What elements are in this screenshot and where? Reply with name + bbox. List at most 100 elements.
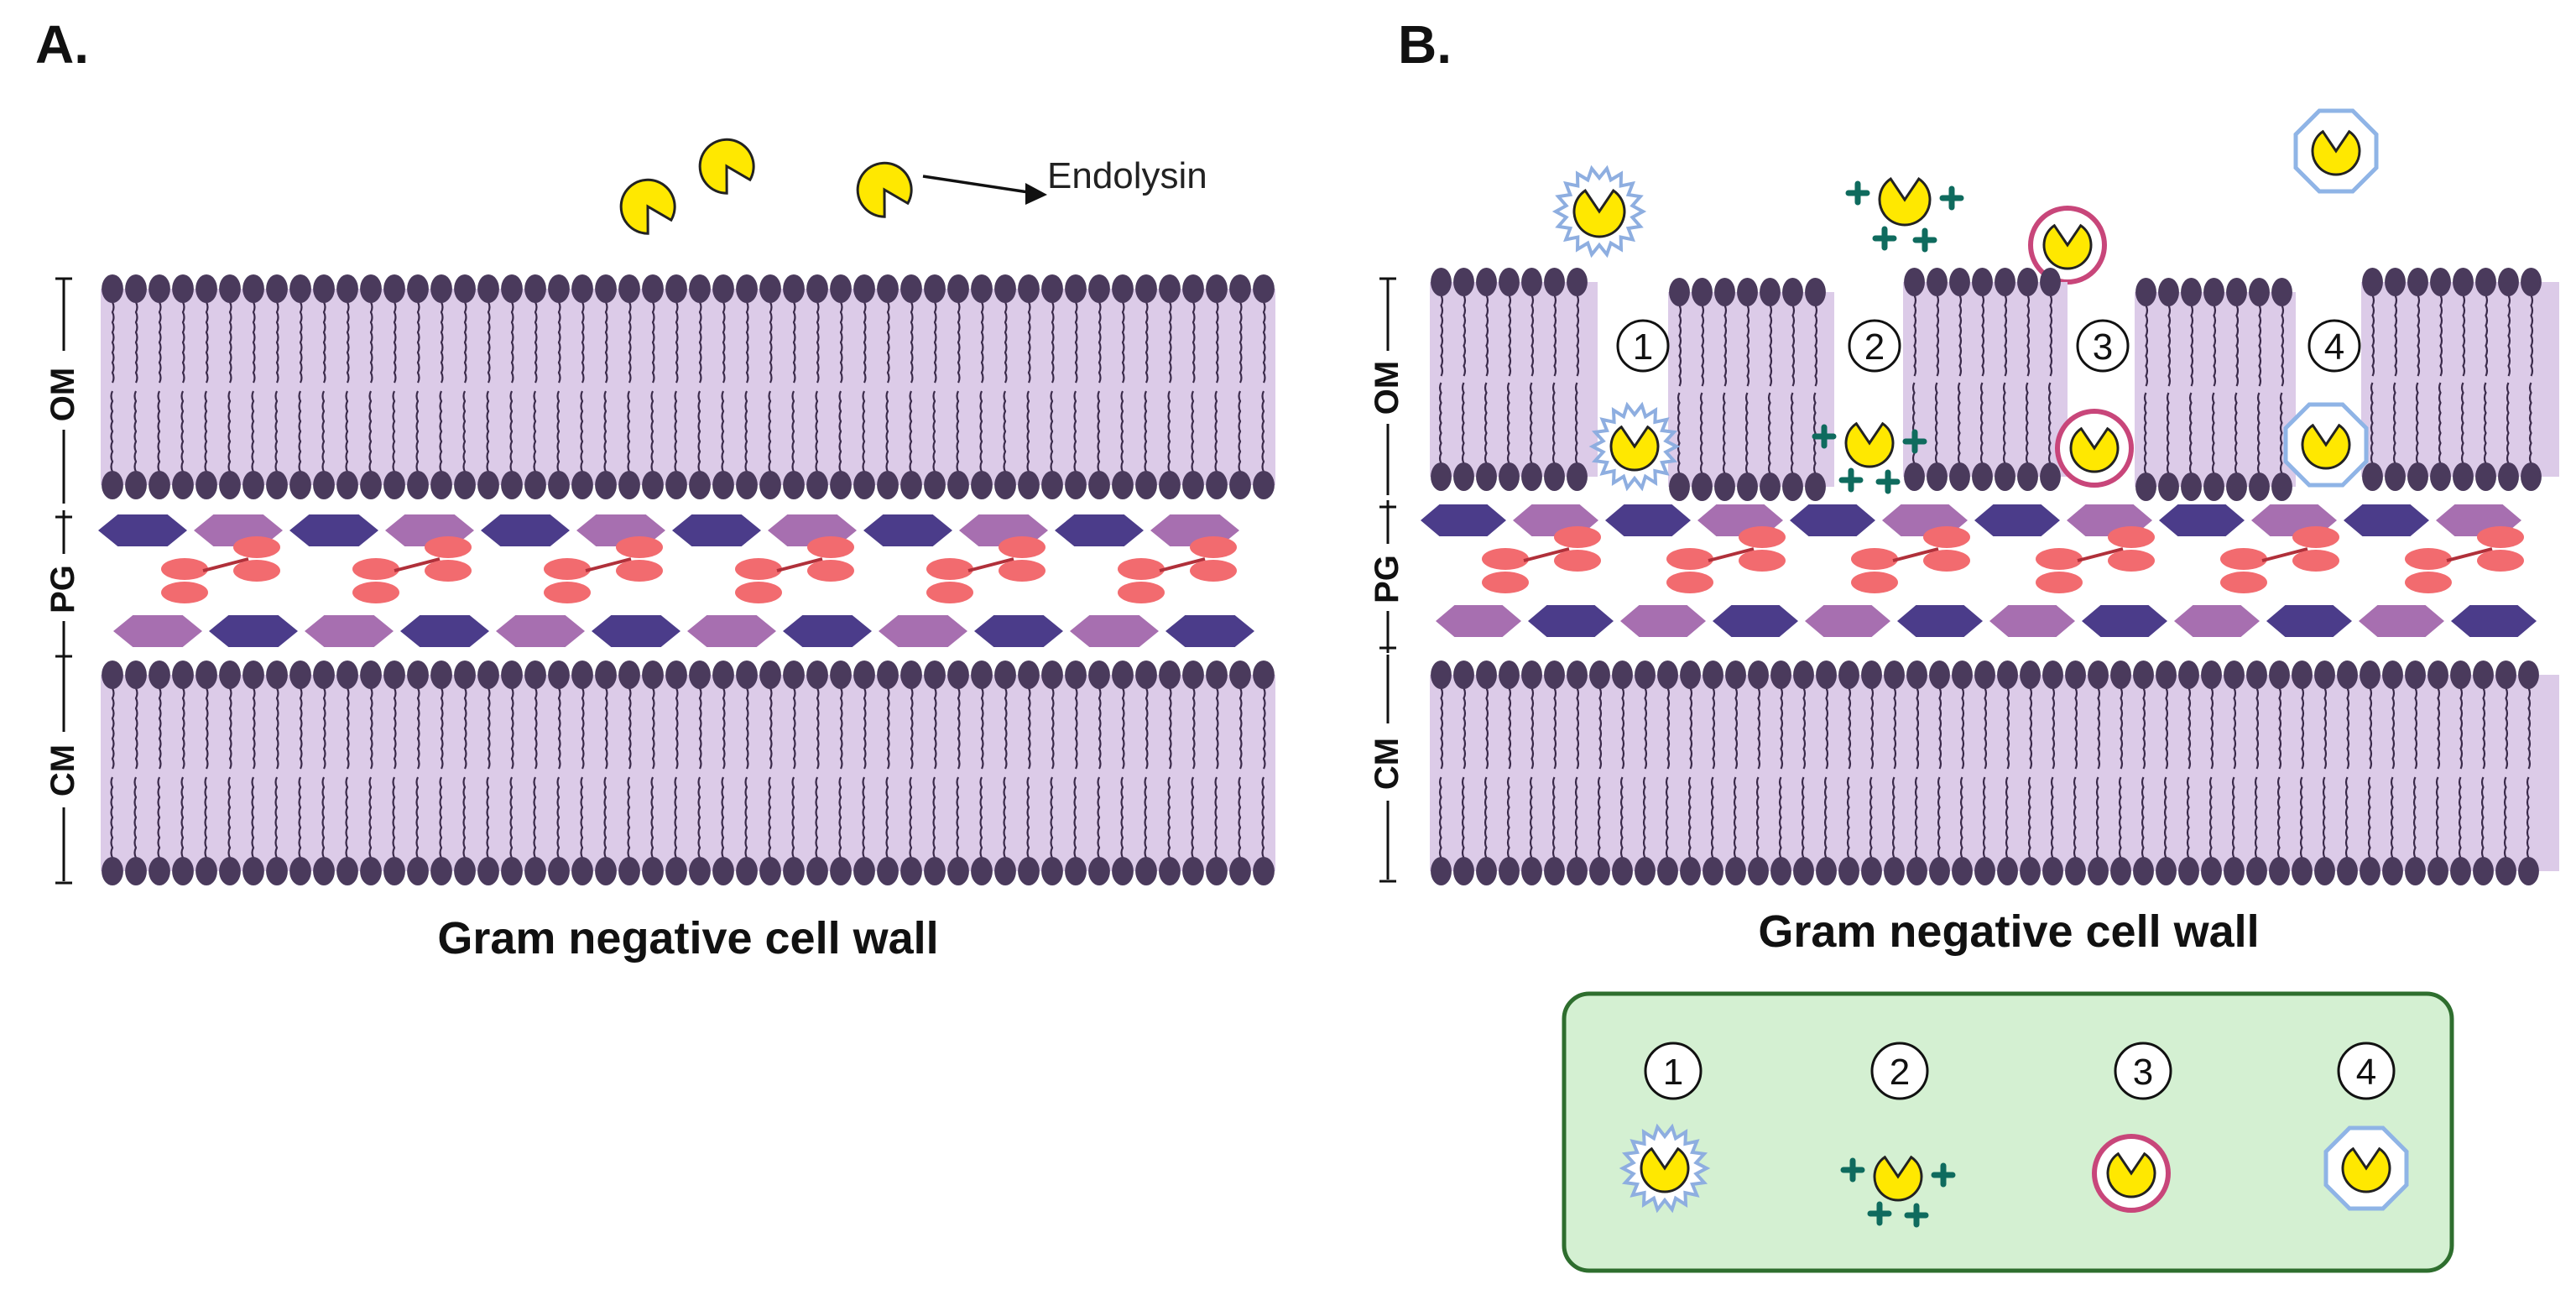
lipid-head: [2427, 661, 2448, 689]
lipid-head: [2065, 661, 2086, 689]
glycan-unit: [974, 615, 1063, 647]
lipid-head: [219, 274, 241, 303]
lipid-head: [2158, 473, 2179, 501]
lipid-head: [2453, 268, 2474, 296]
lipid-head: [172, 661, 194, 689]
enzyme-in-channel-3: [2055, 409, 2134, 488]
peptidoglycan-layer: [98, 514, 1254, 647]
lipid-head: [1816, 857, 1837, 885]
lipid-head: [2226, 278, 2247, 306]
lipid-head: [642, 857, 664, 885]
lipid-head: [2382, 661, 2403, 689]
lipid-head: [219, 661, 241, 689]
lipid-head: [313, 274, 335, 303]
cross-mod-icon: [1902, 429, 1927, 454]
enzyme-in-channel-2: [1812, 421, 1927, 494]
lipid-head: [618, 274, 640, 303]
lipid-head: [994, 274, 1016, 303]
peptide-crosslink: [1118, 536, 1237, 603]
lipid-head: [712, 274, 734, 303]
lipid-head: [2382, 857, 2403, 885]
lipid-head: [1927, 268, 1948, 296]
cross-mod-icon: [1931, 1162, 1956, 1188]
lipid-head: [2017, 268, 2038, 296]
lipid-head: [313, 471, 335, 499]
lipid-head: [1838, 857, 1859, 885]
svg-text:2: 2: [1864, 326, 1885, 368]
cross-mod-icon: [1939, 185, 1964, 211]
glycan-unit: [1989, 605, 2075, 637]
lipid-head: [1206, 274, 1228, 303]
lipid-head: [1182, 857, 1204, 885]
lipid-head: [2178, 857, 2199, 885]
lipid-head: [759, 471, 781, 499]
lipid-head: [1974, 857, 1995, 885]
lipid-head: [2521, 462, 2542, 491]
lipid-head: [1567, 661, 1588, 689]
lipid-head: [1065, 274, 1087, 303]
lipid-head: [219, 471, 241, 499]
legend-number-4: 4: [2337, 1042, 2396, 1100]
lipid-head: [1476, 661, 1497, 689]
lipid-head: [2405, 661, 2426, 689]
lipid-head: [1567, 462, 1588, 491]
lipid-head: [1949, 268, 1970, 296]
lipid-head: [1112, 661, 1134, 689]
lipid-head: [407, 471, 429, 499]
lipid-head: [2203, 473, 2224, 501]
lipid-head: [1737, 278, 1758, 306]
lipid-head: [1041, 274, 1063, 303]
lipid-head: [1159, 471, 1181, 499]
lipid-head: [2385, 268, 2406, 296]
lipid-head: [571, 471, 593, 499]
svg-text:4: 4: [2356, 1052, 2376, 1093]
lipid-head: [1567, 857, 1588, 885]
lipid-head: [994, 857, 1016, 885]
outer-membrane: [101, 274, 1275, 499]
peptide-crosslink: [2220, 526, 2339, 593]
svg-text:3: 3: [2133, 1052, 2153, 1093]
glycan-unit: [289, 514, 378, 546]
lipid-head: [1612, 661, 1633, 689]
lipid-head: [336, 274, 358, 303]
lipid-head: [149, 661, 170, 689]
lipid-head: [595, 857, 617, 885]
lipid-head: [736, 274, 758, 303]
lipid-head: [853, 471, 875, 499]
lipid-head: [1669, 473, 1690, 501]
lipid-head: [2271, 473, 2292, 501]
lipid-head: [524, 661, 546, 689]
cytoplasmic-membrane: [1430, 661, 2559, 885]
legend-enzyme-1: [1619, 1123, 1711, 1214]
lipid-head: [1657, 857, 1678, 885]
endolysin-label: Endolysin: [1047, 155, 1207, 196]
lipid-head: [2271, 278, 2292, 306]
peptidoglycan-layer: [1421, 504, 2537, 637]
lipid-head: [102, 471, 123, 499]
lipid-head: [430, 661, 452, 689]
lipid-head: [1748, 661, 1769, 689]
free-enzyme-2: [1845, 177, 1964, 253]
lipid-head: [1906, 661, 1927, 689]
lipid-head: [830, 661, 852, 689]
lipid-head: [454, 471, 476, 499]
lipid-head: [2156, 661, 2177, 689]
lipid-head: [900, 857, 922, 885]
pg-label: PG: [1369, 555, 1405, 603]
cross-mod-icon: [1812, 424, 1837, 449]
lipid-head: [994, 471, 1016, 499]
lipid-head: [266, 661, 288, 689]
lipid-head: [1995, 462, 2015, 491]
lipid-head: [1589, 661, 1610, 689]
lipid-head: [1692, 278, 1713, 306]
glycan-unit: [2266, 605, 2352, 637]
lipid-head: [242, 857, 264, 885]
lipid-head: [1135, 661, 1157, 689]
lipid-head: [783, 274, 805, 303]
lipid-head: [1182, 661, 1204, 689]
glycan-unit: [592, 615, 681, 647]
glycan-unit: [113, 615, 202, 647]
lipid-head: [548, 471, 570, 499]
lipid-head: [1253, 274, 1275, 303]
lipid-head: [806, 661, 828, 689]
